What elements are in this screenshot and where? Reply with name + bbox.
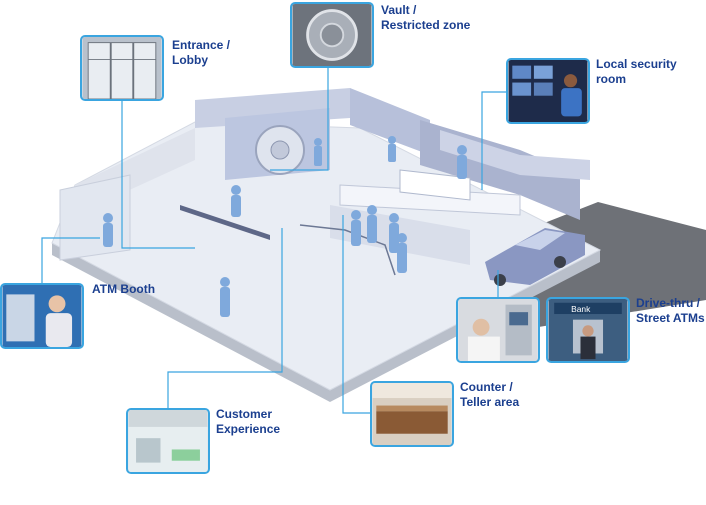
monitor-wall-icon — [508, 60, 588, 122]
queue-rope — [299, 224, 396, 276]
teller-counter-icon — [372, 383, 452, 445]
drive-thru-atm-icon — [458, 299, 538, 361]
label-vault: Vault / Restricted zone — [381, 3, 471, 32]
entrance-doors-icon — [82, 37, 162, 99]
vault-door-hub — [270, 140, 290, 160]
label-counter: Counter / Teller area — [460, 380, 520, 409]
thumb-entrance-lobby — [80, 35, 164, 101]
wall-security-room-top — [440, 130, 590, 180]
thumb-street-atm: Bank — [546, 297, 630, 363]
thumb-drive-thru — [456, 297, 540, 363]
label-atm-booth: ATM Booth — [92, 282, 156, 296]
label-entrance-lobby: Entrance / Lobby — [172, 38, 231, 67]
bank-sign: Bank — [571, 304, 591, 314]
entrance-gate — [180, 205, 270, 240]
atm-booth-wall — [59, 174, 131, 261]
street-atm-icon: Bank — [548, 299, 628, 361]
thumb-customer-experience — [126, 408, 210, 474]
label-customer-experience: Customer Experience — [216, 407, 281, 436]
customer-lounge-icon — [128, 410, 208, 472]
thumb-vault — [290, 2, 374, 68]
people-figures — [103, 136, 467, 317]
thumb-security-room — [506, 58, 590, 124]
teller-screen — [399, 169, 471, 201]
thumb-counter — [370, 381, 454, 447]
atm-user-icon — [2, 285, 82, 347]
vault-icon — [292, 4, 372, 66]
label-security-room: Local security room — [596, 57, 677, 86]
label-drive-thru: Drive-thru / Street ATMs — [636, 296, 705, 325]
connector-lines — [41, 68, 506, 414]
thumb-atm-booth — [0, 283, 84, 349]
car — [485, 228, 585, 286]
wall-back-right — [350, 88, 430, 155]
